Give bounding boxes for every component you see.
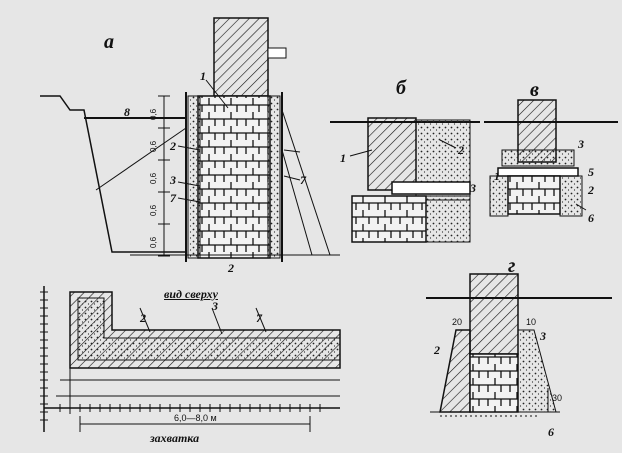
dim-g-right: 10 (526, 317, 537, 327)
callout-g-6: 6 (548, 425, 554, 439)
callout-a-1: 1 (200, 69, 206, 83)
panel-label-a: а (104, 31, 114, 53)
height-a-2: 0,6 (149, 140, 158, 152)
panel-label-b: б (396, 77, 406, 99)
callout-v-5: 5 (588, 165, 594, 179)
callout-b-1: 1 (340, 151, 346, 165)
callout-b-3: 3 (470, 181, 476, 195)
callout-a-7-right: 7 (300, 173, 306, 187)
panel-a-section (40, 17, 340, 262)
dim-g-bottom: 30 (552, 393, 563, 403)
top-view-caption: вид сверху (164, 287, 218, 301)
span-dimension: 6,0—8,0 м (174, 413, 217, 423)
callout-g-2: 2 (434, 343, 440, 357)
callout-v-3: 3 (578, 137, 584, 151)
height-a-1: 0,6 (149, 108, 158, 120)
height-a-4: 0,6 (149, 204, 158, 216)
panel-label-v: в (530, 79, 539, 101)
panel-v-section (484, 99, 618, 217)
height-a-5: 0,6 (149, 236, 158, 248)
callout-top-3: 3 (212, 299, 218, 313)
height-a-3: 0,6 (149, 172, 158, 184)
dim-g-left: 20 (452, 317, 463, 327)
callout-v-1: 1 (494, 169, 500, 183)
callout-a-2: 2 (170, 139, 176, 153)
callout-a-8: 8 (124, 105, 130, 119)
callout-g-3: 3 (540, 329, 546, 343)
callout-b-2: 2 (458, 143, 464, 157)
panel-g-section (426, 273, 612, 417)
top-view-plan (40, 286, 341, 432)
callout-v-6: 6 (588, 211, 594, 225)
panel-label-g: г (508, 255, 516, 277)
callout-a-3: 3 (170, 173, 176, 187)
panel-b-section (330, 117, 480, 243)
callout-v-2: 2 (588, 183, 594, 197)
callout-top-2: 2 (140, 311, 146, 325)
span-caption: захватка (150, 431, 200, 445)
callout-a-2-bottom: 2 (228, 261, 234, 275)
callout-top-7: 7 (256, 311, 262, 325)
callout-a-7-left: 7 (170, 191, 176, 205)
